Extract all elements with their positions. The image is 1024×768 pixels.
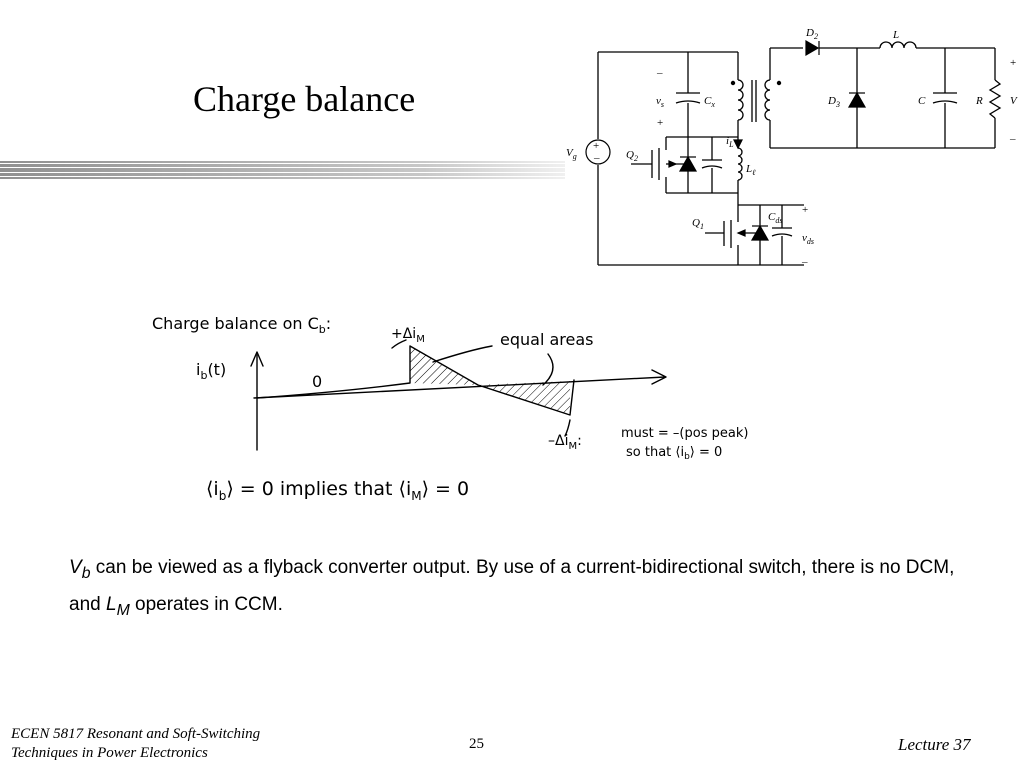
charge-balance-sketch: Charge balance on Cb: ib(t) 0 +ΔiM equal… <box>152 314 748 503</box>
vg-source-plus-label: + <box>593 140 599 152</box>
vg-source-minus-label: – <box>593 152 600 164</box>
neg-peak-label: –ΔiM: <box>548 433 582 452</box>
vb-subscript: b <box>81 564 91 582</box>
c-label: C <box>918 95 926 107</box>
lm-symbol: L <box>105 593 117 615</box>
footer-course-line1: ECEN 5817 Resonant and Soft-Switching <box>11 726 261 742</box>
q1-label: Q1 <box>692 217 704 231</box>
v-plus-label: + <box>1010 57 1016 69</box>
footer-lecture: Lecture 37 <box>898 735 971 754</box>
page-number: 25 <box>469 736 484 752</box>
d3-label: D3 <box>827 95 840 109</box>
il-label: iL <box>726 135 734 149</box>
vds-plus-label: + <box>802 204 808 216</box>
slide-title: Charge balance <box>193 79 416 119</box>
body-text-part1: can be viewed as a flyback converter out… <box>69 557 955 615</box>
title-rule-decoration <box>0 161 565 179</box>
vs-minus-label: – <box>656 67 663 79</box>
ll-label: Lℓ <box>745 163 756 177</box>
lm-subscript: M <box>116 601 130 619</box>
d2-label: D2 <box>805 27 818 41</box>
r-label: R <box>975 95 983 107</box>
vds-minus-label: – <box>801 256 808 268</box>
footer-course: ECEN 5817 Resonant and Soft-Switching Te… <box>11 725 260 763</box>
slide-body-text: Vb can be viewed as a flyback converter … <box>69 552 969 626</box>
charge-balance-conclusion: ⟨ib⟩ = 0 implies that ⟨iM⟩ = 0 <box>206 478 469 503</box>
l-label: L <box>892 29 899 41</box>
equal-areas-note: equal areas <box>500 330 594 349</box>
vb-symbol: V <box>69 557 82 578</box>
neg-peak-note-line1: must = –(pos peak) <box>621 426 748 441</box>
v-minus-label: – <box>1009 133 1016 145</box>
body-text-part2: operates in CCM. <box>129 593 283 615</box>
vg-label: Vg <box>566 147 577 161</box>
time-axis <box>253 376 666 399</box>
vs-plus-label: + <box>657 117 663 129</box>
cds-label: Cds <box>768 211 782 225</box>
vds-label: vds <box>802 232 814 246</box>
footer-course-line2: Techniques in Power Electronics <box>11 745 208 761</box>
ib-axis-label: ib(t) <box>196 360 226 382</box>
cx-label: Cx <box>704 95 715 109</box>
circuit-schematic: + – Vg D2 L D3 C R + V – – vs + Cx Q2 iL… <box>566 27 1018 268</box>
neg-peak-note-line2: so that ⟨ib⟩ = 0 <box>626 445 722 462</box>
v-label: V <box>1010 95 1018 107</box>
zero-level-label: 0 <box>312 372 322 391</box>
q2-label: Q2 <box>626 149 638 163</box>
vs-label: vs <box>656 95 664 109</box>
pos-peak-label: +ΔiM <box>391 326 425 345</box>
sketch-heading: Charge balance on Cb: <box>152 314 331 336</box>
